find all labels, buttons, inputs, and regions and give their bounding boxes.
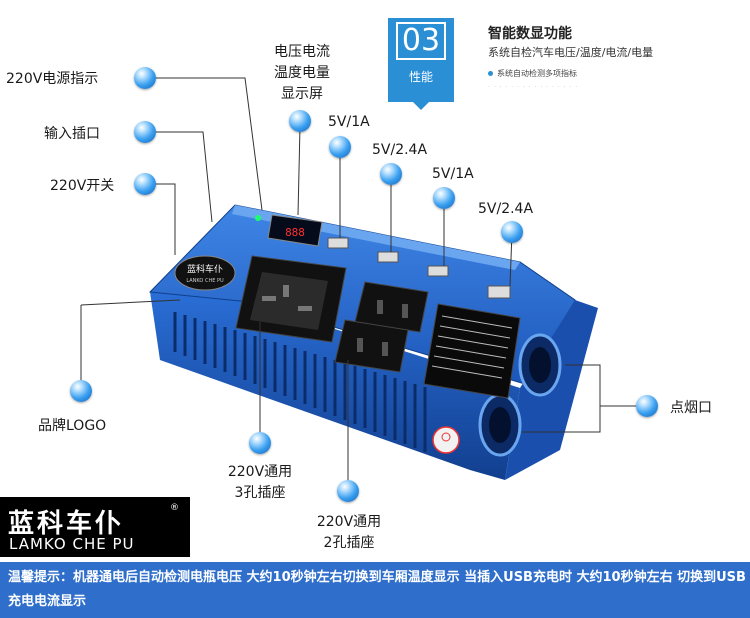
feature-note: 系统自动检测多项指标 <box>488 68 577 79</box>
label-switch: 220V开关 <box>50 178 115 194</box>
tip-text: 温馨提示：机器通电后自动检测电瓶电压 大约10秒钟左右切换到车厢温度显示 当插入… <box>8 570 746 609</box>
callout-dot-switch <box>134 173 156 195</box>
socket-2pin-1 <box>354 281 429 333</box>
socket-2pin-2 <box>334 319 409 373</box>
callout-dot-usb1 <box>329 136 351 158</box>
callout-dot-socket2 <box>337 480 359 502</box>
callout-dot-display <box>289 110 311 132</box>
label-input-port: 输入插口 <box>44 126 100 142</box>
svg-text:LANKO CHE PU: LANKO CHE PU <box>186 278 224 284</box>
callout-lines <box>80 77 638 488</box>
callout-dot-usb2 <box>380 163 402 185</box>
spec-plate <box>423 303 521 399</box>
callout-dot-usb3 <box>433 187 455 209</box>
label-usb4: 5V/2.4A <box>478 201 534 217</box>
label-usb1: 5V/1A <box>328 114 370 130</box>
tip-bar: 温馨提示：机器通电后自动检测电瓶电压 大约10秒钟左右切换到车厢温度显示 当插入… <box>0 562 750 618</box>
usb-port-1 <box>327 237 349 249</box>
vent-grille-left <box>173 312 427 452</box>
label-usb3: 5V/1A <box>432 166 474 182</box>
label-display: 电压电流 温度电量 显示屏 <box>274 44 330 102</box>
label-brand-logo: 品牌LOGO <box>38 418 107 434</box>
label-power-indicator: 220V电源指示 <box>6 71 99 87</box>
usb-port-3 <box>427 265 449 277</box>
feature-faint-text: · · · · · · · · · · · · · · · · <box>488 84 579 91</box>
label-cigarette: 点烟口 <box>670 400 712 416</box>
svg-text:蓝科车仆: 蓝科车仆 <box>187 263 223 275</box>
callout-dot-cigarette <box>636 395 658 417</box>
bullet-icon <box>488 71 493 76</box>
quality-stamp <box>432 426 460 454</box>
brand-name-cn: 蓝科车仆 <box>8 509 125 539</box>
callout-dot-input <box>134 121 156 143</box>
label-socket2: 220V通用 2孔插座 <box>316 514 382 551</box>
label-socket3: 220V通用 3孔插座 <box>227 464 293 501</box>
feature-subtitle: 系统自检汽车电压/温度/电流/电量 <box>488 46 654 59</box>
usb-port-2 <box>377 251 399 263</box>
display-screen <box>267 214 323 247</box>
feature-title: 智能数显功能 <box>488 26 572 42</box>
brand-name-en: LAMKO CHE PU <box>9 535 135 553</box>
callout-dot-usb4 <box>501 221 523 243</box>
callout-dot-power <box>134 67 156 89</box>
device-logo <box>174 255 236 291</box>
badge-pointer <box>413 102 429 110</box>
brand-logo-block: 蓝科车仆 ® LAMKO CHE PU <box>0 497 190 557</box>
feature-box: 03 性能 智能数显功能 系统自检汽车电压/温度/电流/电量 系统自动检测多项指… <box>388 18 750 110</box>
label-usb2: 5V/2.4A <box>372 142 428 158</box>
usb-port-4 <box>487 285 511 299</box>
brand-registered-mark: ® <box>170 503 179 513</box>
callout-dot-logo <box>70 380 92 402</box>
feature-tag: 性能 <box>408 70 433 84</box>
power-led <box>255 215 261 221</box>
feature-number: 03 <box>395 22 447 60</box>
feature-badge: 03 性能 <box>388 18 454 102</box>
callout-dot-socket3 <box>249 432 271 454</box>
svg-text:888: 888 <box>285 226 305 239</box>
